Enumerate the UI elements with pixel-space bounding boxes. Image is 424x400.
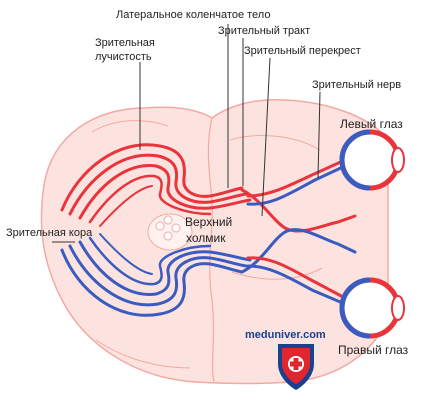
watermark-text: meduniver.com	[245, 329, 326, 341]
leader-lines	[52, 24, 321, 243]
visual-cortex-label: Зрительная кора	[6, 227, 93, 239]
chiasm-label: Зрительный перекрест	[244, 45, 361, 57]
colliculus-label-line2: холмик	[186, 231, 226, 245]
right-eye-label: Правый глаз	[338, 343, 409, 357]
optic-chiasm-pathways	[240, 158, 357, 306]
left-eye-icon	[339, 129, 405, 191]
optic-radiation-red	[60, 143, 252, 227]
shield-cross-logo	[278, 344, 314, 390]
optic-radiation-blue	[60, 233, 252, 317]
superior-colliculus-icon	[155, 215, 181, 241]
radiation-label-line1: Зрительная	[95, 37, 155, 49]
radiation-label-line2: лучистость	[95, 51, 152, 63]
lgn-label: Латеральное коленчатое тело	[116, 9, 270, 21]
left-eye-label: Левый глаз	[340, 117, 403, 131]
right-eye-icon	[339, 277, 405, 339]
optic-tract-label: Зрительный тракт	[218, 25, 310, 37]
optic-nerve-label: Зрительный нерв	[312, 79, 401, 91]
colliculus-label-line1: Верхний	[185, 215, 232, 229]
